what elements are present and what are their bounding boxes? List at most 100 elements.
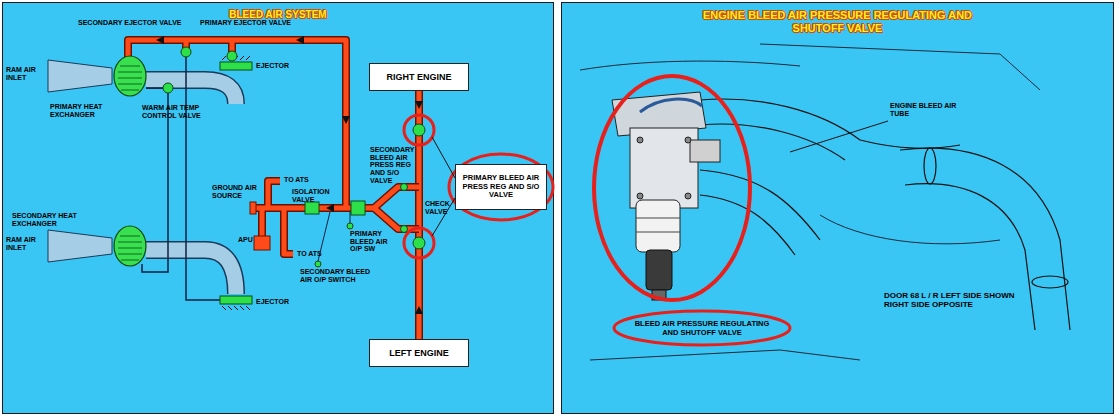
- pipe-outlines: [128, 40, 419, 254]
- airframe-line: [590, 350, 860, 360]
- valve-symbol: [413, 237, 425, 249]
- part-label: CHECK VALVE: [425, 200, 455, 215]
- bolt: [637, 137, 643, 143]
- part-label: SECONDARY BLEED AIR O/P SWITCH: [300, 268, 380, 283]
- highlight-ellipse: [594, 76, 750, 300]
- pipe-outline: [258, 208, 266, 238]
- part-label: TO ATS: [297, 250, 337, 258]
- valve-symbol: [227, 51, 237, 61]
- heat-exchanger: [114, 56, 146, 96]
- part-label: PRIMARY BLEED AIR O/P SW: [350, 230, 392, 253]
- valve-symbol: [305, 202, 319, 214]
- duct-outline: [146, 80, 236, 104]
- valve-symbol: [413, 124, 425, 136]
- part-label: EJECTOR: [256, 62, 306, 70]
- bleed-air-tube: [700, 124, 845, 160]
- sense-line: [640, 99, 702, 112]
- part-label: EJECTOR: [256, 298, 306, 306]
- flow-arrow: [342, 116, 350, 124]
- check-valve-symbol: [401, 184, 408, 191]
- switch-line: [318, 212, 350, 261]
- highlight-circle: [404, 115, 434, 145]
- part-label: PRIMARY HEAT EXCHANGER: [50, 103, 114, 118]
- valve-symbol: [351, 201, 365, 215]
- bleed-pipe: [374, 187, 419, 208]
- part-label: DOOR 68 L / R LEFT SIDE SHOWN RIGHT SIDE…: [884, 292, 1034, 310]
- valve-symbol: [181, 47, 191, 57]
- callout-oval: BLEED AIR PRESSURE REGULATING AND SHUTOF…: [612, 309, 792, 347]
- clamp: [1032, 276, 1068, 288]
- ejector: [220, 62, 252, 70]
- leader-line: [432, 137, 455, 236]
- part-label: TO ATS: [284, 176, 324, 184]
- ram-air-inlet: [48, 230, 112, 262]
- highlight-circle: [404, 228, 434, 258]
- pipe-outline: [374, 187, 419, 208]
- bolt: [685, 137, 691, 143]
- heat-exchanger: [114, 226, 146, 266]
- valve-cap: [646, 250, 672, 290]
- airframe-line: [580, 61, 800, 70]
- ground-connector: [250, 202, 256, 214]
- valve-arm: [690, 140, 720, 162]
- part-label: SECONDARY HEAT EXCHANGER: [12, 212, 84, 227]
- part-label: ENGINE BLEED AIR TUBE: [890, 102, 962, 117]
- flow-arrow: [156, 36, 164, 44]
- airframe-line: [820, 215, 1000, 244]
- ejector-hatch: [222, 306, 250, 310]
- flow-arrow: [296, 36, 304, 44]
- part-label: RAM AIR INLET: [6, 236, 46, 251]
- airframe-line: [760, 44, 1040, 90]
- node-label: LEFT ENGINE: [389, 348, 449, 358]
- bleed-pipe: [260, 208, 265, 238]
- highlight-ellipse: [449, 154, 553, 220]
- valve-actuator: [636, 200, 680, 252]
- heat-exchanger-core: [118, 66, 142, 90]
- control-line: [186, 56, 220, 300]
- leader-line: [790, 121, 888, 152]
- pipe-outline: [374, 208, 419, 229]
- part-label: SECONDARY EJECTOR VALVE: [78, 19, 198, 27]
- valve-body: [630, 128, 698, 208]
- pipe-outline: [128, 40, 346, 208]
- panel-title: ENGINE BLEED AIR PRESSURE REGULATING AND…: [562, 9, 1113, 35]
- heat-exchanger-core: [118, 236, 142, 260]
- flow-arrow: [415, 306, 423, 314]
- pipe-outline: [284, 208, 293, 254]
- part-label: ISOLATION VALVE: [292, 188, 338, 203]
- duct: [146, 80, 236, 104]
- flow-arrow: [326, 204, 334, 212]
- node-label: RIGHT ENGINE: [386, 72, 451, 82]
- node-label: BLEED AIR PRESSURE REGULATING AND SHUTOF…: [627, 319, 777, 337]
- part-label: RAM AIR INLET: [6, 66, 46, 81]
- apu-symbol: [254, 236, 270, 250]
- duct-line: [860, 140, 960, 148]
- bleed-pipe: [128, 40, 346, 208]
- bolt: [637, 193, 643, 199]
- bleed-pipe: [374, 208, 419, 229]
- node-label: PRIMARY BLEED AIR PRESS REG AND S/O VALV…: [462, 174, 540, 200]
- bleed-pipe: [268, 181, 280, 208]
- valve-symbol: [163, 83, 173, 93]
- pipes: [128, 40, 419, 254]
- engine-box: LEFT ENGINE: [369, 339, 469, 367]
- ram-air-inlet: [48, 60, 112, 92]
- part-label: PRIMARY EJECTOR VALVE: [200, 19, 310, 27]
- check-valve-symbol: [401, 226, 408, 233]
- switch-symbol: [347, 223, 353, 229]
- bolt: [685, 193, 691, 199]
- part-label: WARM AIR TEMP CONTROL VALVE: [142, 104, 202, 119]
- actuator-detail: [636, 218, 680, 232]
- control-line: [146, 87, 163, 89]
- duct-line: [700, 170, 820, 240]
- ejector: [220, 296, 252, 304]
- switch-symbol: [315, 261, 321, 267]
- flow-arrow: [415, 101, 423, 109]
- callout-box: PRIMARY BLEED AIR PRESS REG AND S/O VALV…: [455, 164, 547, 210]
- part-label: SECONDARY BLEED AIR PRESS REG AND S/O VA…: [370, 146, 416, 184]
- clamp: [924, 148, 936, 184]
- pipe-outline: [268, 181, 280, 208]
- part-label: GROUND AIR SOURCE: [212, 184, 266, 199]
